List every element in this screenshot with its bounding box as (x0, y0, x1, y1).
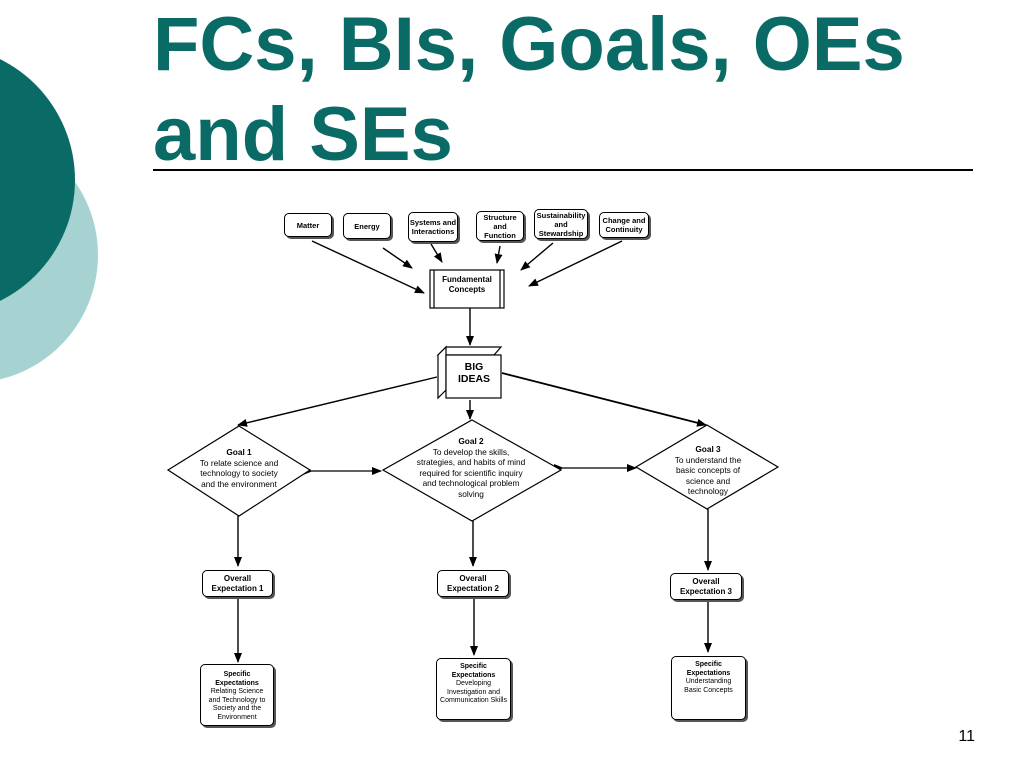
concept-label: Matter (296, 220, 320, 230)
overall-expectation-2-box: Overall Expectation 2 (437, 570, 509, 597)
big-ideas-box: BIG IDEAS (452, 357, 496, 389)
goal1-text: Goal 1 To relate science and technology … (195, 447, 283, 489)
specific-expectations-description: Relating Science and Technology to Socie… (208, 688, 266, 721)
goal1-diamond (166, 425, 312, 517)
specific-expectations-1-box: Specific Expectations Relating Science a… (200, 664, 274, 726)
concept-box-energy: Energy (343, 213, 391, 239)
concept-box-systems-and-interactions: Systems and Interactions (408, 212, 458, 242)
specific-expectations-description: Developing Investigation and Communicati… (440, 680, 507, 704)
specific-expectations-description: Understanding Basic Concepts (684, 678, 733, 694)
arrow-structure-to-fc (494, 245, 503, 264)
concept-label: Structure and Function (483, 212, 517, 240)
goal3-text: Goal 3 To understand the basic concepts … (666, 444, 750, 497)
specific-expectations-heading: Specific Expectations (451, 663, 496, 679)
big-ideas-box-front (445, 354, 502, 399)
goal-heading: Goal 1 (226, 447, 252, 457)
fc-box-frame (429, 269, 505, 309)
fundamental-concepts-box: Fundamental Concepts (434, 272, 500, 298)
concept-label: Systems and Interactions (409, 218, 457, 236)
specific-expectations-heading: Specific Expectations (686, 661, 731, 677)
concept-box-change-and-continuity: Change and Continuity (599, 212, 649, 238)
goal3-diamond (634, 424, 780, 510)
overall-expectation-label: Overall Expectation 3 (679, 576, 732, 596)
specific-expectations-2-box: Specific Expectations Developing Investi… (436, 658, 511, 720)
big-ideas-box-side (437, 345, 447, 400)
fundamental-concepts-label: Fundamental Concepts (442, 275, 492, 294)
goal-description: To develop the skills, strategies, and h… (416, 446, 526, 499)
specific-expectations-3-box: Specific Expectations Understanding Basi… (671, 656, 746, 720)
arrow-matter-to-fc (311, 240, 425, 294)
arrow-energy-to-fc (382, 247, 413, 269)
dark-teal-circle (0, 59, 75, 301)
title-underline (153, 169, 973, 171)
goal-heading: Goal 2 (458, 436, 484, 446)
arrow-big-ideas-to-goal1 (237, 376, 438, 427)
arrow-systems-to-fc (430, 243, 443, 263)
goal-heading: Goal 3 (695, 444, 721, 454)
concept-label: Energy (354, 221, 380, 231)
concept-label: Change and Continuity (602, 216, 646, 234)
slide-title: FCs, BIs, Goals, OEs and SEs (153, 2, 905, 177)
concept-box-matter: Matter (284, 213, 332, 237)
goal-description: To understand the basic concepts of scie… (674, 454, 742, 497)
overall-expectation-label: Overall Expectation 2 (446, 573, 499, 593)
page-number: 11 (958, 728, 975, 745)
goal-description: To relate science and technology to soci… (199, 457, 279, 489)
overall-expectation-1-box: Overall Expectation 1 (202, 570, 273, 597)
concept-box-sustainability-and-stewardship: Sustainability and Stewardship (534, 209, 588, 239)
goal2-diamond (381, 419, 563, 522)
specific-expectations-heading: Specific Expectations (215, 671, 259, 687)
arrow-big-ideas-to-goal3 (501, 372, 707, 427)
goal2-text: Goal 2 To develop the skills, strategies… (416, 436, 526, 500)
concept-box-structure-and-function: Structure and Function (476, 211, 524, 241)
arrow-sustainability-to-fc (520, 242, 554, 271)
overall-expectation-3-box: Overall Expectation 3 (670, 573, 742, 600)
big-ideas-box-top (436, 346, 503, 356)
big-ideas-label: BIG IDEAS (457, 361, 491, 385)
overall-expectation-label: Overall Expectation 1 (211, 573, 264, 593)
arrow-change-to-fc (528, 240, 623, 287)
concept-label: Sustainability and Stewardship (536, 210, 586, 238)
